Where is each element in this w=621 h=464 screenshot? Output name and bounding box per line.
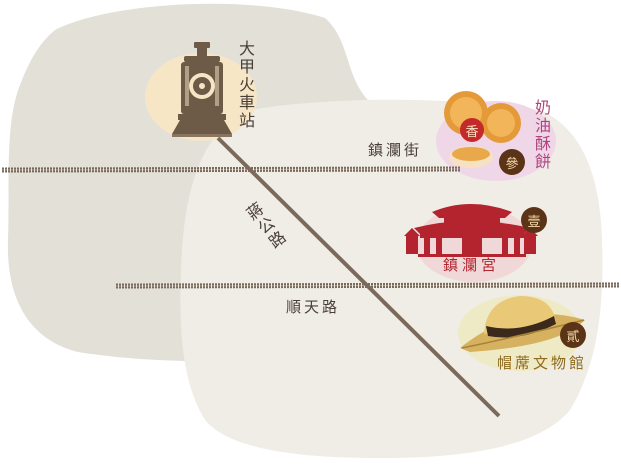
pastry-name: 奶油酥餅 <box>532 99 551 171</box>
temple-badge: 壹 <box>521 207 547 233</box>
train-icon <box>172 42 232 137</box>
district-area-east <box>180 99 603 458</box>
road-zhenlan-street <box>1 166 461 173</box>
hat-museum-badge: 貳 <box>560 322 586 348</box>
pastry-badge: 參 <box>499 149 525 175</box>
road-jiang-gong-road <box>216 136 501 418</box>
road-label-zhenlan-street: 鎮瀾街 <box>368 141 423 159</box>
hat-museum-name: 帽蓆文物館 <box>497 354 588 372</box>
station-name: 大甲火車站 <box>236 40 255 130</box>
pastry-stamp: 香 <box>460 118 484 142</box>
road-label-shuntian-road: 順天路 <box>286 298 341 316</box>
temple-name: 鎮瀾宮 <box>443 256 501 274</box>
temple-icon <box>404 204 538 257</box>
pastry-icon <box>444 91 521 168</box>
straw-hat-icon <box>460 296 585 352</box>
